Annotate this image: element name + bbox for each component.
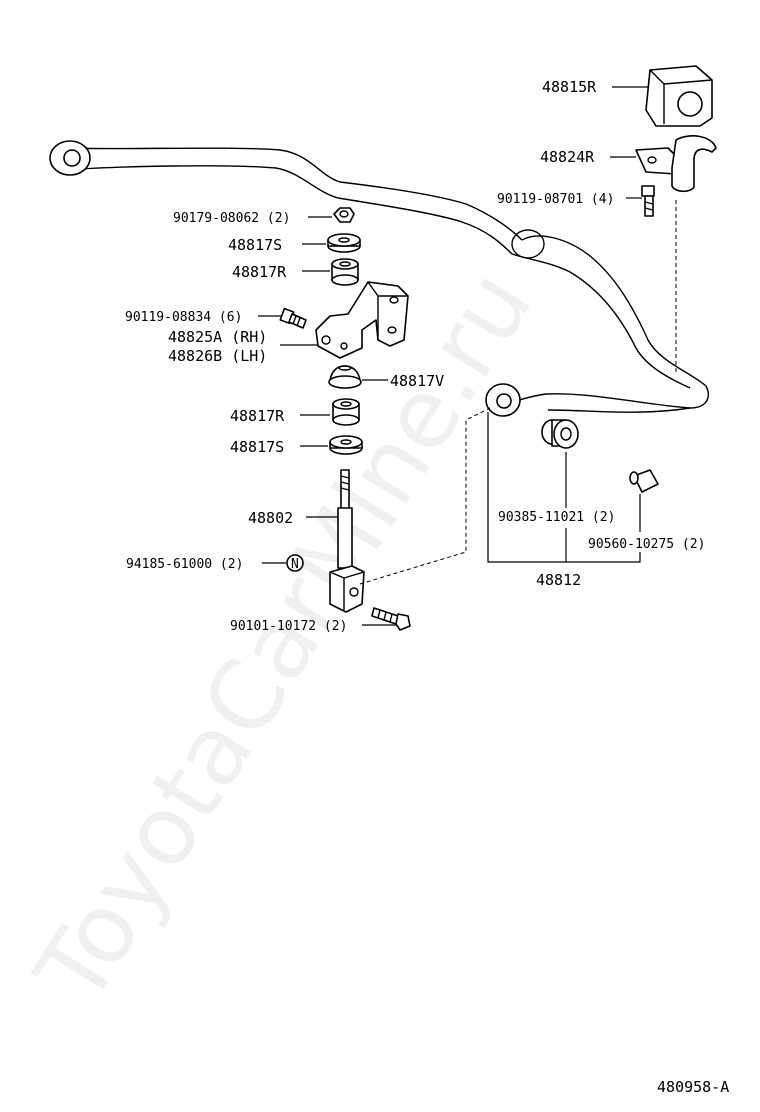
watermark: ToyotaCarMine.ru	[14, 252, 554, 1023]
label-48817R-top: 48817R	[232, 263, 287, 281]
label-90119-08834: 90119-08834 (6)	[125, 310, 242, 325]
label-48817S-top: 48817S	[228, 236, 282, 254]
label-48817S-bottom: 48817S	[230, 438, 284, 456]
label-90101-10172: 90101-10172 (2)	[230, 619, 347, 634]
cushion-48817V	[328, 365, 362, 389]
cushion-48817S-top	[327, 233, 361, 253]
label-48817R-bottom: 48817R	[230, 407, 285, 425]
bolt-90101-10172	[371, 607, 411, 631]
label-48824R: 48824R	[540, 148, 595, 166]
label-48817V: 48817V	[390, 372, 444, 390]
label-90119-08701: 90119-08701 (4)	[497, 192, 614, 207]
stabilizer-bracket-48824R	[635, 135, 717, 193]
label-90560-10275: 90560-10275 (2)	[588, 537, 705, 552]
label-48826B: 48826B (LH)	[168, 347, 267, 365]
stabilizer-bushing-48815R	[645, 65, 713, 127]
label-90385-11021: 90385-11021 (2)	[498, 510, 615, 525]
diagram-id: 480958-A	[657, 1078, 729, 1096]
nut-symbol-letter: N	[291, 557, 299, 572]
cushion-48817R-top	[331, 258, 359, 286]
link-bracket-48825A	[315, 281, 409, 359]
bolt-90119-08834	[279, 307, 307, 329]
bolt-90119-08701	[641, 185, 655, 217]
label-48825A: 48825A (RH)	[168, 328, 267, 346]
label-94185-61000: 94185-61000 (2)	[126, 557, 243, 572]
label-48812: 48812	[536, 571, 581, 589]
nut-90179-08062	[333, 207, 355, 223]
cushion-48817R-bottom	[332, 398, 360, 426]
nut-94185-61000-symbol	[286, 554, 304, 572]
collar-90560-10275	[629, 469, 659, 493]
label-48802: 48802	[248, 509, 293, 527]
cushion-48817S-bottom	[329, 435, 363, 455]
bushing-90385-11021	[541, 419, 579, 449]
label-48815R: 48815R	[542, 78, 597, 96]
label-90179-08062: 90179-08062 (2)	[173, 211, 290, 226]
stabilizer-link-48802	[329, 469, 365, 613]
stabilizer-bar	[49, 140, 709, 417]
